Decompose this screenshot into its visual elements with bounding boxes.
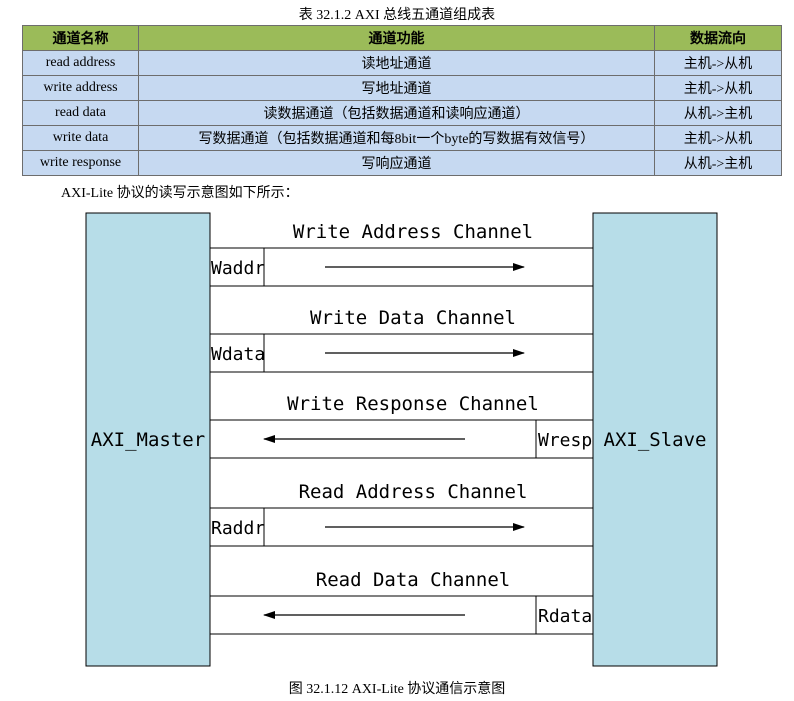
signal-label: Waddr bbox=[211, 258, 265, 279]
master-label: AXI_Master bbox=[91, 429, 205, 451]
table-row: write response 写响应通道 从机->主机 bbox=[22, 150, 782, 176]
cell-channel-function: 写响应通道 bbox=[138, 150, 655, 176]
signal-label: Raddr bbox=[211, 518, 265, 539]
signal-label: Wresp bbox=[538, 430, 592, 451]
intro-text: AXI-Lite 协议的读写示意图如下所示： bbox=[61, 186, 299, 201]
table-row: read address 读地址通道 主机->从机 bbox=[22, 50, 782, 76]
header-data-direction: 数据流向 bbox=[654, 25, 782, 51]
channel-table: 通道名称 通道功能 数据流向 read address 读地址通道 主机->从机… bbox=[22, 25, 782, 176]
master-block bbox=[85, 212, 211, 667]
cell-data-direction: 主机->从机 bbox=[654, 75, 782, 101]
channel-title: Write Response Channel bbox=[287, 393, 539, 415]
table-row: write address 写地址通道 主机->从机 bbox=[22, 75, 782, 101]
table-header-row: 通道名称 通道功能 数据流向 bbox=[22, 25, 782, 51]
signal-label: Rdata bbox=[538, 606, 592, 627]
cell-channel-name: write address bbox=[22, 75, 139, 101]
slave-label: AXI_Slave bbox=[604, 429, 707, 451]
slave-block bbox=[592, 212, 718, 667]
figure-caption: 图 32.1.12 AXI-Lite 协议通信示意图 bbox=[288, 682, 506, 697]
signal-label: Wdata bbox=[211, 344, 265, 365]
cell-channel-name: read data bbox=[22, 100, 139, 126]
cell-channel-function: 读数据通道（包括数据通道和读响应通道） bbox=[138, 100, 655, 126]
cell-channel-name: write response bbox=[22, 150, 139, 176]
channel-title: Write Data Channel bbox=[310, 307, 516, 329]
cell-channel-name: read address bbox=[22, 50, 139, 76]
table-row: read data 读数据通道（包括数据通道和读响应通道） 从机->主机 bbox=[22, 100, 782, 126]
channel-title: Write Address Channel bbox=[293, 221, 533, 243]
cell-data-direction: 从机->主机 bbox=[654, 150, 782, 176]
channel-title: Read Data Channel bbox=[316, 569, 510, 591]
cell-channel-function: 读地址通道 bbox=[138, 50, 655, 76]
cell-channel-name: write data bbox=[22, 125, 139, 151]
cell-channel-function: 写地址通道 bbox=[138, 75, 655, 101]
table-caption: 表 32.1.2 AXI 总线五通道组成表 bbox=[298, 8, 496, 23]
channel-title: Read Address Channel bbox=[299, 481, 528, 503]
header-channel-function: 通道功能 bbox=[138, 25, 655, 51]
